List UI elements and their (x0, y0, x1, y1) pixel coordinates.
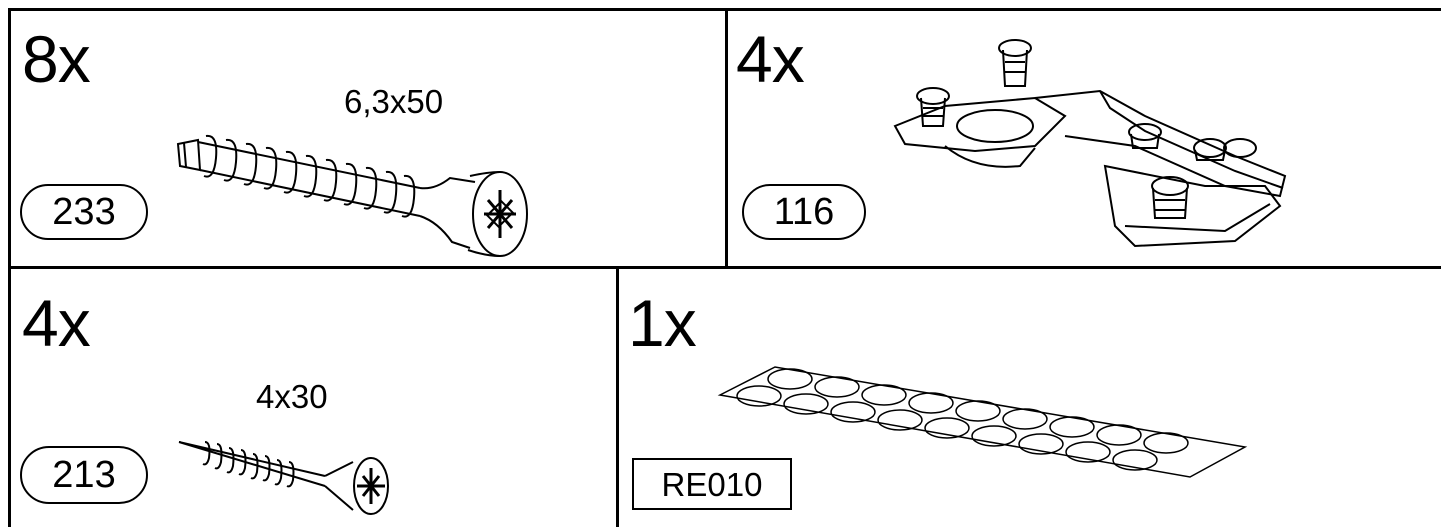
part-number-box: RE010 (632, 458, 792, 510)
part-quantity: 4x (736, 22, 805, 96)
column-divider-top (725, 8, 728, 268)
row-divider (8, 266, 1441, 269)
part-dimension: 4x30 (256, 378, 328, 415)
cam-bolt-icon (170, 130, 530, 260)
cabinet-hinge-icon (885, 36, 1290, 251)
bumper-pad-sheet-icon (715, 365, 1255, 485)
part-dimension: 6,3x50 (344, 83, 444, 120)
column-divider-bottom (616, 266, 619, 527)
part-number-badge: 233 (20, 184, 148, 240)
part-quantity: 8x (22, 22, 91, 96)
part-number-badge: 213 (20, 446, 148, 504)
part-number-badge: 116 (742, 184, 866, 240)
part-quantity: 4x (22, 286, 91, 360)
part-quantity: 1x (628, 286, 697, 360)
wood-screw-icon (175, 436, 395, 516)
